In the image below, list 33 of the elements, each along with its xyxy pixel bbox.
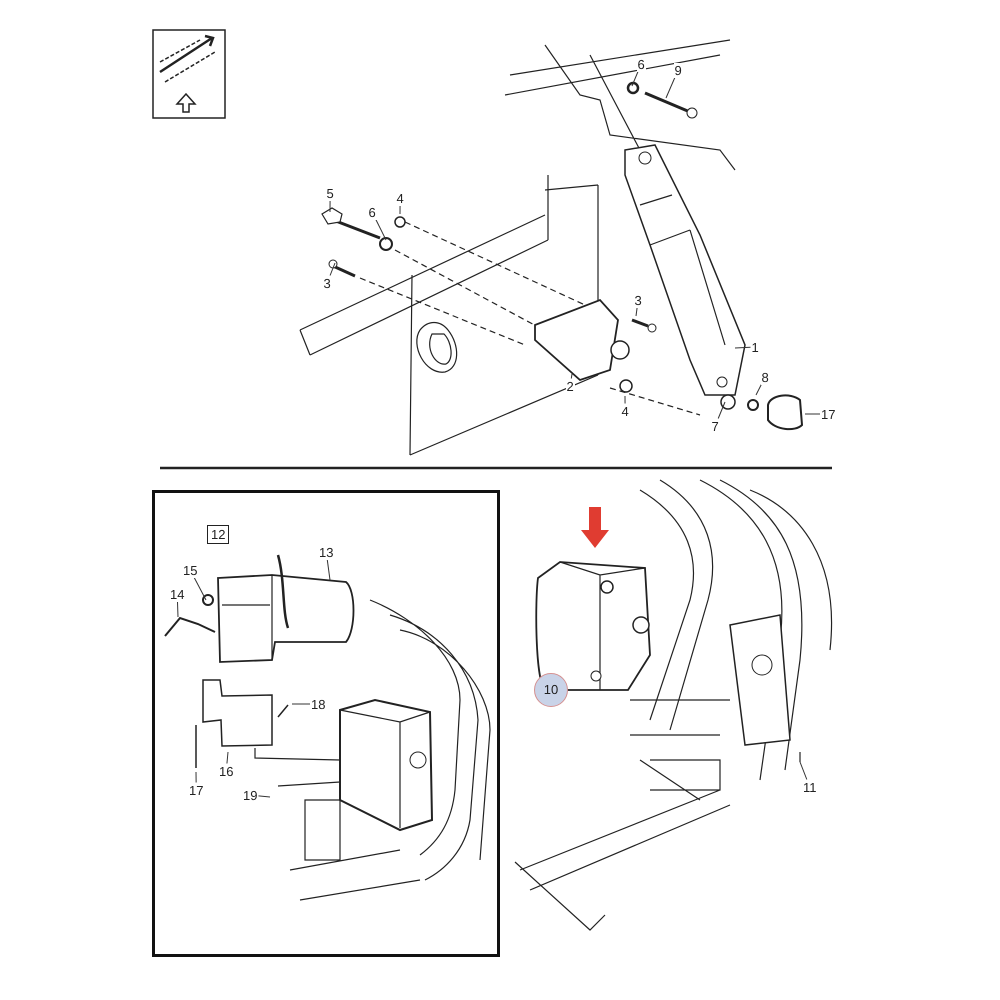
leader-line <box>375 219 386 240</box>
leader-line <box>258 795 270 798</box>
callout-number: 18 <box>310 696 326 712</box>
leader-line <box>326 559 330 580</box>
callout-number: 9 <box>674 62 683 78</box>
callout-number: 6 <box>636 56 646 72</box>
callout-number: 12 <box>207 524 230 544</box>
leader-line <box>734 346 751 348</box>
leader-line <box>666 77 676 98</box>
callout-number: 6 <box>368 204 377 220</box>
callout-number: 19 <box>242 788 258 802</box>
leader-line <box>632 71 638 86</box>
callout-number: 16 <box>218 764 234 778</box>
leader-line <box>330 262 336 276</box>
leader-line <box>636 307 638 316</box>
leader-line <box>176 601 178 618</box>
leader-line <box>330 200 331 212</box>
callout-number: 10 <box>534 673 568 707</box>
leader-line <box>196 772 197 783</box>
callout-number: 13 <box>318 544 334 560</box>
leader-line <box>570 374 572 379</box>
leader-line <box>624 396 626 404</box>
callout-number: 8 <box>760 370 770 384</box>
leader-line <box>800 762 808 780</box>
leader-line <box>226 752 228 764</box>
leader-line <box>194 577 206 600</box>
leader-line <box>718 402 726 419</box>
leader-line <box>756 384 762 396</box>
callout-number: 2 <box>566 378 575 394</box>
inset-frame <box>152 490 500 957</box>
callout-number: 3 <box>634 292 643 308</box>
leader-line <box>400 205 401 214</box>
callout-number: 3 <box>322 276 332 290</box>
